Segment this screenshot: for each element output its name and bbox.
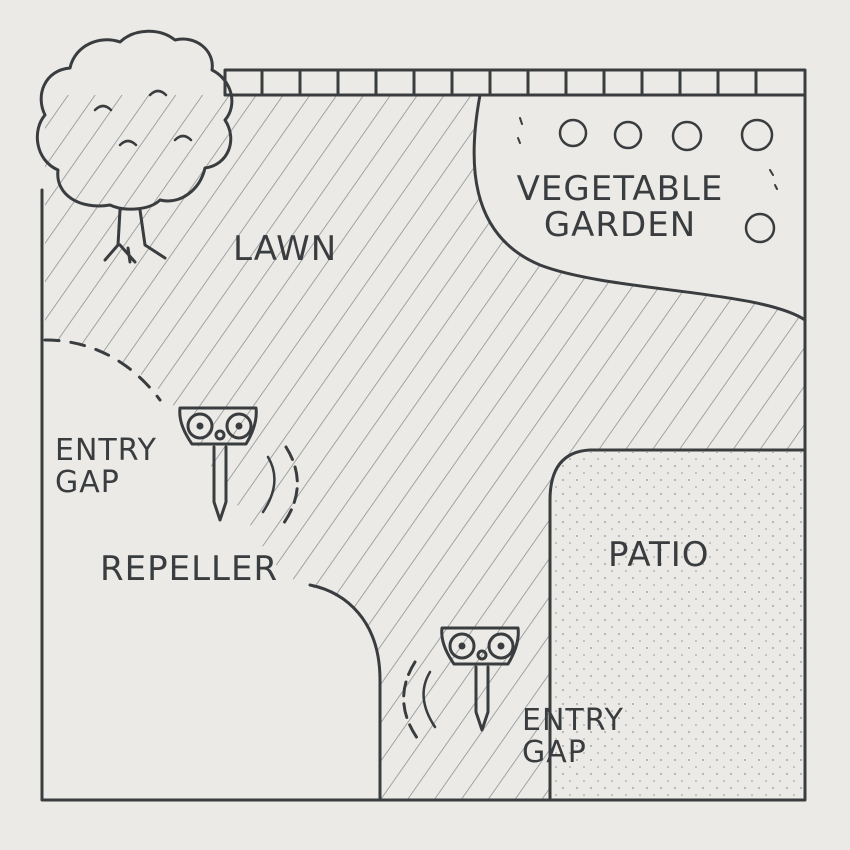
patio-border [548,448,807,802]
entry-gap-right-line2: GAP [522,734,587,770]
entry-gap-left-line2: GAP [55,464,120,500]
entry-gap-left-line1: ENTRY [55,433,157,468]
entry-gap-left-label: ENTRY GAP [55,435,157,498]
repeller-device-icon [402,626,520,744]
fence [223,68,807,97]
patio-area [552,452,805,798]
lawn-label: LAWN [233,229,338,269]
entry-gap-right-line1: ENTRY [522,703,624,738]
vegetable-garden-label-line1: VEGETABLE [516,169,724,209]
vegetable-garden-label: VEGETABLE GARDEN [500,169,740,245]
repeller-label: REPELLER [100,549,279,589]
vegetable-garden-label-line2: GARDEN [543,204,697,245]
vegetable-plants [517,117,778,244]
vegetable-garden-border [472,93,807,322]
entry-gap-dashed-arc [43,338,162,402]
yard-boundary [40,93,807,802]
left-bed-border [308,583,382,802]
entry-gap-right-label: ENTRY GAP [522,705,624,768]
lawn-area [45,95,805,800]
patio-label: PATIO [608,535,710,575]
repeller-device-icon [178,406,299,529]
tree-icon [35,29,234,264]
